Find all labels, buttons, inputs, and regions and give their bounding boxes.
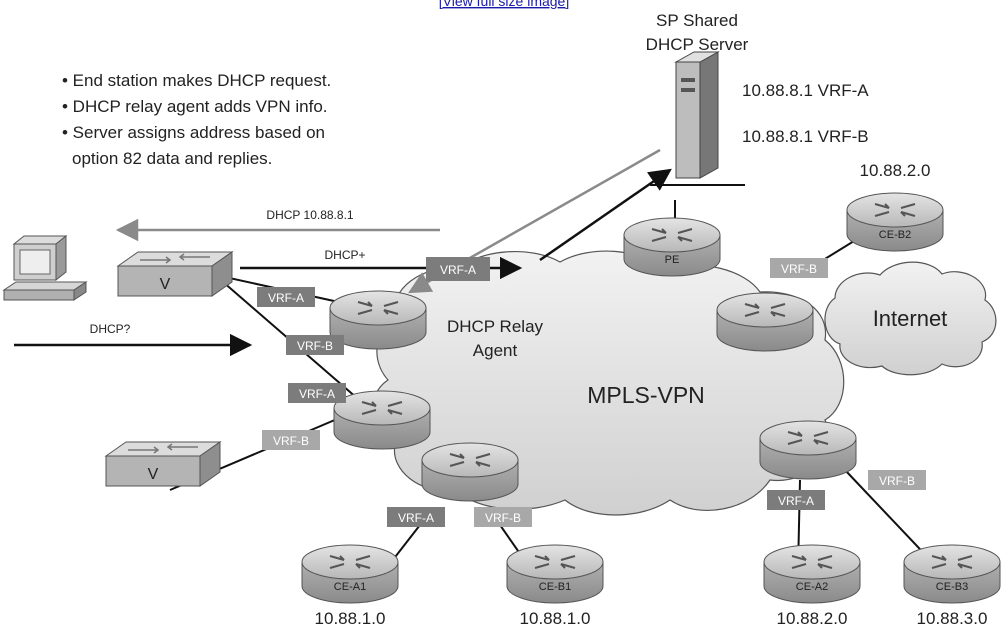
relay-to-server-arrow: [539, 168, 672, 262]
mpls-vpn-label: MPLS-VPN: [587, 382, 705, 408]
svg-text:VRF-A: VRF-A: [268, 291, 304, 305]
server-title-line1: SP Shared: [656, 11, 738, 30]
svg-text:VRF-A: VRF-A: [299, 387, 335, 401]
view-full-size-link[interactable]: [View full size image]: [439, 0, 569, 9]
subnet-ce-b1: 10.88.1.0: [520, 609, 591, 628]
ce-b1-label: CE-B1: [539, 581, 571, 593]
vrf-tag-dhcp-plus: VRF-A: [426, 257, 490, 281]
pe-router-internet: [759, 420, 857, 480]
dhcp-plus-label: DHCP+: [324, 248, 365, 262]
ce-b2-router: CE-B2: [846, 192, 944, 252]
svg-text:VRF-A: VRF-A: [778, 494, 814, 508]
svg-text:VRF-B: VRF-B: [781, 262, 817, 276]
pe-label: PE: [665, 254, 680, 266]
vrf-tag-ce-a1: VRF-A: [387, 507, 445, 527]
switch-bottom-label: V: [148, 466, 159, 483]
ce-a2-router: CE-A2: [763, 544, 861, 604]
ce-b1-router: CE-B1: [506, 544, 604, 604]
server-vrf-a-entry: 10.88.8.1 VRF-A: [742, 81, 869, 100]
ce-a1-label: CE-A1: [334, 581, 366, 593]
vrf-tag-switch-top-b: VRF-B: [286, 335, 344, 355]
pe-router-bottom: [421, 442, 519, 502]
access-switch-top: V: [117, 251, 233, 297]
switch-top-label: V: [160, 276, 171, 293]
svg-text:VRF-B: VRF-B: [485, 511, 521, 525]
internet-label: Internet: [873, 306, 948, 331]
ce-b3-label: CE-B3: [936, 581, 968, 593]
dhcp-server-icon: [674, 51, 720, 179]
server-vrf-b-entry: 10.88.8.1 VRF-B: [742, 127, 869, 146]
subnet-ce-a1: 10.88.1.0: [315, 609, 386, 628]
vrf-tag-mid-a: VRF-A: [288, 383, 346, 403]
subnet-top-right: 10.88.2.0: [860, 161, 931, 180]
subnet-ce-b3: 10.88.3.0: [917, 609, 988, 628]
vrf-tag-right-b: VRF-B: [868, 470, 926, 490]
vrf-tag-right-a: VRF-A: [767, 490, 825, 510]
internet-cloud: [824, 261, 997, 376]
svg-text:VRF-B: VRF-B: [273, 434, 309, 448]
pe-router-right: [716, 292, 814, 352]
subnet-ce-a2: 10.88.2.0: [777, 609, 848, 628]
relay-agent-label-line2: Agent: [473, 341, 518, 360]
vrf-tag-switch-bottom-b: VRF-B: [262, 430, 320, 450]
relay-router-top: [329, 290, 427, 350]
ce-a1-router: CE-A1: [301, 544, 399, 604]
pe-router-icon: PE: [623, 217, 721, 277]
ce-a2-label: CE-A2: [796, 581, 828, 593]
svg-text:VRF-A: VRF-A: [398, 511, 434, 525]
bullet-3: • Server assigns address based on: [62, 123, 325, 142]
server-title-line2: DHCP Server: [646, 35, 749, 54]
vrf-tag-ce-b1: VRF-B: [474, 507, 532, 527]
svg-text:VRF-B: VRF-B: [297, 339, 333, 353]
bullet-1: • End station makes DHCP request.: [62, 71, 331, 90]
svg-text:VRF-B: VRF-B: [879, 474, 915, 488]
relay-router-bottom: [333, 390, 431, 450]
svg-text:VRF-A: VRF-A: [440, 263, 476, 277]
vrf-tag-switch-top-a: VRF-A: [257, 287, 315, 307]
dhcp-reply-label: DHCP 10.88.8.1: [266, 208, 353, 222]
access-switch-bottom: V: [105, 441, 221, 487]
bullet-list: • End station makes DHCP request. • DHCP…: [62, 71, 331, 168]
bullet-2: • DHCP relay agent adds VPN info.: [62, 97, 328, 116]
vrf-tag-pe-side-b: VRF-B: [770, 258, 828, 278]
bullet-3-continued: option 82 data and replies.: [72, 149, 272, 168]
dhcp-request-label: DHCP?: [90, 322, 131, 336]
ce-b3-router: CE-B3: [903, 544, 1001, 604]
end-station-pc-icon: [2, 234, 88, 301]
relay-agent-label-line1: DHCP Relay: [447, 317, 544, 336]
ce-b2-label: CE-B2: [879, 229, 911, 241]
